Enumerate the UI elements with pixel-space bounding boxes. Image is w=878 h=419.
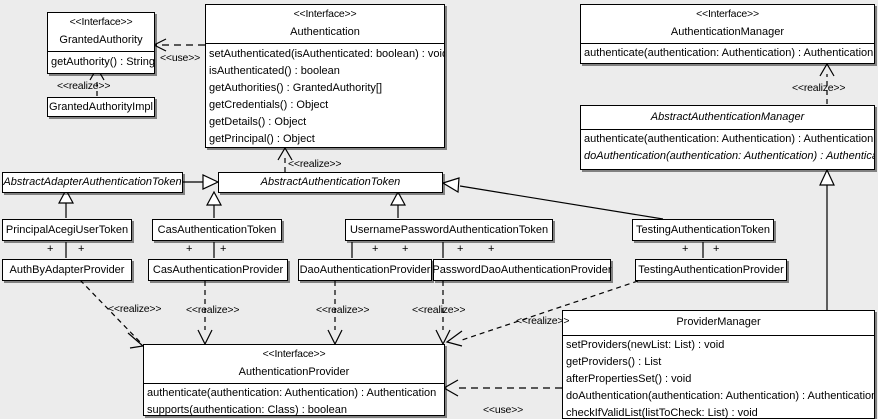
class-header: <<Interface>> AuthenticationManager xyxy=(581,5,874,44)
operations-compartment: authenticate(authentication: Authenticat… xyxy=(581,130,874,166)
relation-label-use: <<use>> xyxy=(160,52,201,64)
class-name: ProviderManager xyxy=(676,316,761,328)
operation: afterPropertiesSet() : void xyxy=(566,373,692,385)
class-testing-authentication-provider[interactable]: TestingAuthenticationProvider xyxy=(635,259,787,281)
class-auth-by-adapter-provider[interactable]: AuthByAdapterProvider xyxy=(2,259,132,281)
operation: setAuthenticated(isAuthenticated: boolea… xyxy=(209,47,444,60)
class-name: AbstractAuthenticationManager xyxy=(650,111,805,123)
plus-marker: + xyxy=(186,243,193,255)
relation-label-realize: <<realize>> xyxy=(516,315,570,327)
class-testing-authentication-token[interactable]: TestingAuthenticationToken xyxy=(632,219,774,241)
stereotype-label: <<Interface>> xyxy=(69,16,133,28)
class-name: PrincipalAcegiUserToken xyxy=(5,223,129,236)
class-password-dao-authentication-provider[interactable]: PasswordDaoAuthenticationProvider xyxy=(432,259,612,281)
class-name: PasswordDaoAuthenticationProvider xyxy=(432,263,612,276)
class-name: Authentication xyxy=(290,25,360,38)
class-header: <<Interface>> AuthenticationProvider xyxy=(144,345,444,384)
plus-marker: + xyxy=(457,243,464,255)
class-provider-manager[interactable]: ProviderManager setProviders(newList: Li… xyxy=(562,310,875,419)
stereotype-label: <<Interface>> xyxy=(293,8,357,20)
operation: getProviders() : List xyxy=(566,356,662,368)
class-name: AbstractAuthenticationToken xyxy=(260,176,401,188)
class-header: <<Interface>> Authentication xyxy=(206,5,444,44)
class-name: CasAuthenticationToken xyxy=(157,223,277,236)
stereotype-label: <<Interface>> xyxy=(262,348,326,360)
operation: getPrincipal() : Object xyxy=(209,132,315,145)
operation: setProviders(newList: List) : void xyxy=(566,339,725,351)
operation: getAuthorities() : GrantedAuthority[] xyxy=(209,81,383,94)
class-header: <<Interface>> GrantedAuthority xyxy=(48,13,154,52)
stereotype-label: <<Interface>> xyxy=(696,8,759,20)
relation-label-realize: <<realize>> xyxy=(57,80,111,92)
relation-label-use: <<use>> xyxy=(483,404,524,416)
operation: authenticate(authentication: Authenticat… xyxy=(147,386,437,399)
operation: authenticate(authentication: Authenticat… xyxy=(584,133,874,145)
class-name: TestingAuthenticationProvider xyxy=(638,263,784,276)
class-abstract-authentication-token[interactable]: AbstractAuthenticationToken xyxy=(218,172,443,193)
class-cas-authentication-provider[interactable]: CasAuthenticationProvider xyxy=(148,259,288,281)
operation: checkIfValidList(listToCheck: List) : vo… xyxy=(566,407,758,419)
class-name: CasAuthenticationProvider xyxy=(152,263,284,276)
relation-label-realize: <<realize>> xyxy=(792,82,846,94)
class-authentication-manager[interactable]: <<Interface>> AuthenticationManager auth… xyxy=(580,4,875,64)
operations-compartment: authenticate(authentication: Authenticat… xyxy=(581,44,874,63)
operations-compartment: setProviders(newList: List) : void getPr… xyxy=(563,336,874,419)
operation: getAuthority() : String xyxy=(51,55,154,68)
operations-compartment: getAuthority() : String xyxy=(48,52,154,73)
plus-marker: + xyxy=(220,243,227,255)
operation: isAuthenticated() : boolean xyxy=(209,64,340,77)
plus-marker: + xyxy=(372,243,379,255)
class-name: AuthByAdapterProvider xyxy=(9,263,125,276)
operation: authenticate(authentication: Authenticat… xyxy=(584,46,874,59)
class-name: UsernamePasswordAuthenticationToken xyxy=(349,223,549,236)
class-abstract-authentication-manager[interactable]: AbstractAuthenticationManager authentica… xyxy=(580,105,875,170)
class-name: AuthenticationManager xyxy=(670,25,785,38)
class-name: TestingAuthenticationToken xyxy=(636,223,770,236)
plus-marker: + xyxy=(713,243,720,255)
class-header: ProviderManager xyxy=(563,311,874,336)
class-principal-acegi-user-token[interactable]: PrincipalAcegiUserToken xyxy=(2,219,132,241)
operations-compartment: setAuthenticated(isAuthenticated: boolea… xyxy=(206,44,444,150)
relation-label-realize: <<realize>> xyxy=(288,158,342,170)
plus-marker: + xyxy=(78,243,85,255)
operations-compartment: authenticate(authentication: Authenticat… xyxy=(144,384,444,419)
class-name: GrantedAuthority xyxy=(59,33,143,46)
class-name: GrantedAuthorityImpl xyxy=(49,100,153,113)
operation: getDetails() : Object xyxy=(209,115,307,128)
class-header: AbstractAuthenticationManager xyxy=(581,106,874,130)
relation-label-realize: <<realize>> xyxy=(412,304,466,316)
relation-label-realize: <<realize>> xyxy=(108,303,162,315)
operation: getCredentials() : Object xyxy=(209,98,329,111)
relation-label-realize: <<realize>> xyxy=(186,304,240,316)
plus-marker: + xyxy=(47,243,54,255)
class-authentication-provider[interactable]: <<Interface>> AuthenticationProvider aut… xyxy=(143,344,445,416)
relation-label-realize: <<realize>> xyxy=(316,304,370,316)
plus-marker: + xyxy=(488,243,495,255)
class-authentication[interactable]: <<Interface>> Authentication setAuthenti… xyxy=(205,4,445,148)
operation: supports(authentication: Class) : boolea… xyxy=(147,403,347,416)
class-name: DaoAuthenticationProvider xyxy=(299,263,431,276)
class-username-password-authentication-token[interactable]: UsernamePasswordAuthenticationToken xyxy=(345,219,553,241)
class-abstract-adapter-authentication-token[interactable]: AbstractAdapterAuthenticationToken xyxy=(2,172,183,193)
plus-marker: + xyxy=(402,243,409,255)
operation: doAuthentication(authentication: Authent… xyxy=(584,150,874,162)
class-name: AbstractAdapterAuthenticationToken xyxy=(3,176,182,188)
class-granted-authority[interactable]: <<Interface>> GrantedAuthority getAuthor… xyxy=(47,12,155,74)
class-dao-authentication-provider[interactable]: DaoAuthenticationProvider xyxy=(298,259,432,281)
operation: doAuthentication(authentication: Authent… xyxy=(566,390,874,402)
class-granted-authority-impl[interactable]: GrantedAuthorityImpl xyxy=(47,97,155,117)
plus-marker: + xyxy=(682,243,689,255)
class-name: AuthenticationProvider xyxy=(238,365,350,378)
class-cas-authentication-token[interactable]: CasAuthenticationToken xyxy=(152,219,282,241)
